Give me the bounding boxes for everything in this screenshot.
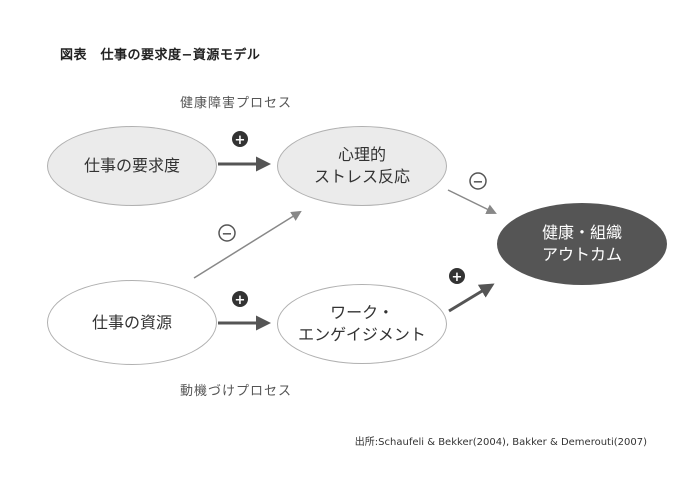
stress-reaction-line2: ストレス反応 <box>313 167 410 186</box>
job-demands-label: 仕事の要求度 <box>83 156 180 176</box>
stress-reaction-label: 心理的 ストレス反応 <box>314 144 410 187</box>
plus-sign-resources-icon: + <box>232 291 248 308</box>
arrow-engagement-to-outcome <box>448 283 495 313</box>
source-citation: 出所:Schaufeli & Bekker(2004), Bakker & De… <box>354 437 647 448</box>
work-engagement-line2: エンゲイジメント <box>298 325 426 344</box>
health-org-outcome-node: 健康・組織 アウトカム <box>497 203 667 285</box>
figure-title: 図表 仕事の要求度−資源モデル <box>60 48 261 63</box>
plus-sign-engagement-icon: + <box>449 268 465 285</box>
health-process-label: 健康障害プロセス <box>180 96 293 111</box>
plus-sign-demands-glyph: + <box>235 133 246 148</box>
health-org-outcome-line1: 健康・組織 <box>541 223 622 243</box>
work-engagement-node: ワーク・ エンゲイジメント <box>277 284 447 364</box>
arrow-stress-to-outcome <box>447 189 497 215</box>
minus-sign-stress-glyph: − <box>473 175 484 190</box>
job-resources-node: 仕事の資源 <box>47 280 217 365</box>
plus-sign-demands-icon: + <box>232 131 248 148</box>
plus-sign-resources-glyph: + <box>235 293 246 308</box>
job-resources-label: 仕事の資源 <box>91 312 172 332</box>
minus-sign-stress-icon: − <box>469 172 487 190</box>
work-engagement-line1: ワーク・ <box>330 303 394 323</box>
job-demands-node: 仕事の要求度 <box>47 126 217 206</box>
plus-sign-engagement-glyph: + <box>452 270 463 285</box>
stress-reaction-line1: 心理的 <box>337 145 386 165</box>
minus-sign-resources-glyph: − <box>222 227 233 242</box>
minus-sign-resources-icon: − <box>218 224 236 242</box>
motivation-process-label: 動機づけプロセス <box>180 384 293 399</box>
stress-reaction-node: 心理的 ストレス反応 <box>277 126 447 206</box>
arrow-resources-to-stress <box>193 210 302 279</box>
health-org-outcome-label: 健康・組織 アウトカム <box>542 222 622 265</box>
health-org-outcome-line2: アウトカム <box>541 245 622 264</box>
work-engagement-label: ワーク・ エンゲイジメント <box>298 302 426 345</box>
